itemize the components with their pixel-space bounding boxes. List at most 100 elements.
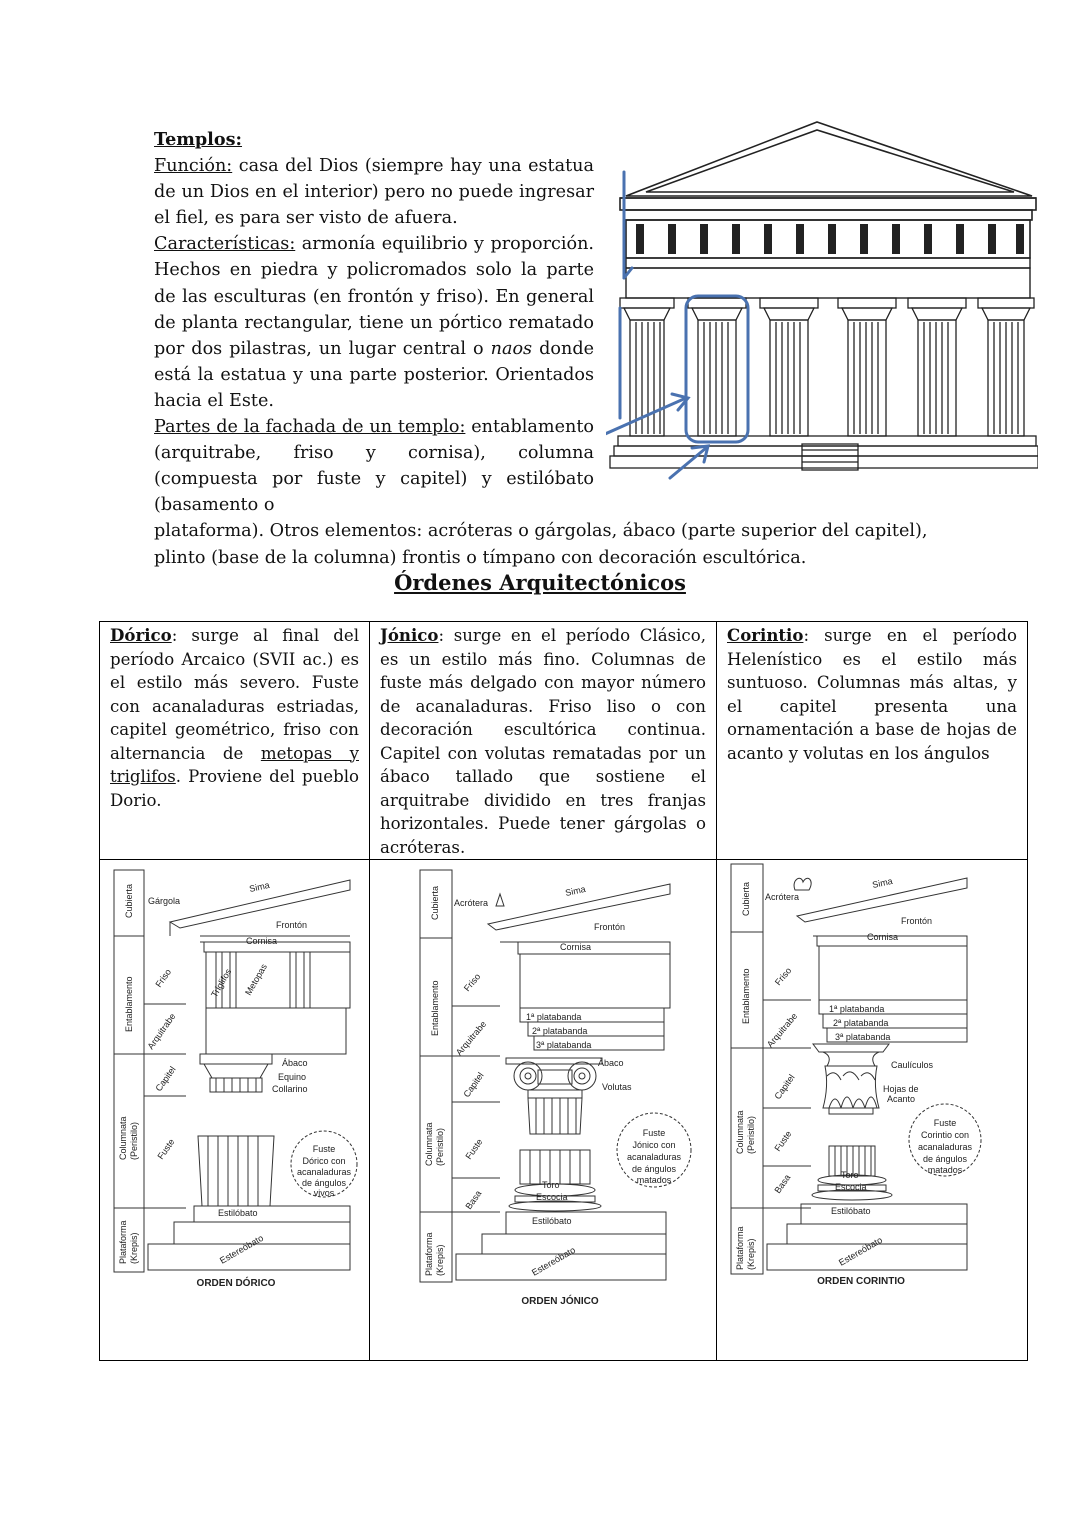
- caracteristicas-label: Características:: [154, 234, 296, 255]
- corinth-platabanda-1: 1ª platabanda: [829, 1004, 884, 1014]
- doric-entablamento: Entablamento: [124, 976, 134, 1032]
- corinth-escocia: Escocia: [835, 1182, 867, 1192]
- intro-heading: Templos:: [154, 129, 243, 150]
- corinth-toro: Toro: [841, 1170, 859, 1180]
- doric-description: Dórico: surge al final del período Arcai…: [100, 622, 369, 812]
- ionic-peristilo: (Peristilo): [435, 1128, 445, 1166]
- caracteristicas-text-2: donde está la estatua y una parte poster…: [154, 338, 594, 411]
- corinth-capitel: Capitel: [772, 1072, 796, 1101]
- corinth-fuste: Fuste: [772, 1129, 793, 1153]
- corinth-cubierta: Cubierta: [741, 882, 751, 916]
- corinth-badge-3: acanaladuras: [918, 1142, 973, 1152]
- ionic-badge-4: de ángulos: [632, 1164, 677, 1174]
- ionic-estereobato: Estereóbato: [530, 1245, 577, 1278]
- orders-table: Dórico: surge al final del período Arcai…: [99, 621, 1028, 1361]
- doric-sima: Sima: [248, 880, 270, 894]
- doric-cornisa: Cornisa: [246, 936, 277, 946]
- doric-badge-5: vivos: [314, 1188, 335, 1198]
- corinth-badge-2: Corintio con: [921, 1130, 969, 1140]
- ionic-cornisa: Cornisa: [560, 942, 591, 952]
- doric-capitel: Capitel: [153, 1064, 177, 1093]
- doric-estilobato: Estilóbato: [218, 1208, 258, 1218]
- doric-order-diagram: Cubierta Entablamento Columnata (Peristi…: [113, 869, 358, 1289]
- funcion-label: Función:: [154, 156, 233, 177]
- corinth-badge-4: de ángulos: [923, 1154, 968, 1164]
- doric-badge-2: Dórico con: [302, 1156, 345, 1166]
- ionic-text: : surge en el período Clásico, es un est…: [380, 626, 706, 857]
- ionic-platabanda-1: 1ª platabanda: [526, 1012, 581, 1022]
- ionic-abaco: Ábaco: [598, 1058, 624, 1068]
- partes-label: Partes de la fachada de un templo:: [154, 417, 466, 438]
- corinth-cornisa: Cornisa: [867, 932, 898, 942]
- corinth-peristilo: (Peristilo): [746, 1116, 756, 1154]
- doric-krepis: (Krepis): [129, 1232, 139, 1264]
- corinth-estilobato: Estilóbato: [831, 1206, 871, 1216]
- corinth-caption: ORDEN CORINTIO: [817, 1276, 905, 1287]
- doric-diagram-cell: Cubierta Entablamento Columnata (Peristi…: [99, 859, 370, 1361]
- ionic-badge-3: acanaladuras: [627, 1152, 682, 1162]
- corinth-estereobato: Estereóbato: [837, 1235, 884, 1268]
- doric-cell: Dórico: surge al final del período Arcai…: [99, 621, 370, 860]
- corinth-description: Corintio: surge en el período Helenístic…: [717, 622, 1027, 765]
- ionic-fuste: Fuste: [463, 1137, 484, 1161]
- corinth-friso: Friso: [773, 966, 794, 988]
- corinth-name: Corintio: [727, 625, 804, 645]
- doric-name: Dórico: [110, 625, 172, 645]
- ionic-caption: ORDEN JÓNICO: [521, 1294, 598, 1307]
- corinth-diagram-cell: Cubierta Entablamento Columnata (Peristi…: [716, 859, 1028, 1361]
- ionic-order-diagram: Cubierta Entablamento Columnata (Peristi…: [419, 869, 692, 1307]
- corinth-basa: Basa: [772, 1173, 792, 1196]
- ionic-cell: Jónico: surge en el período Clásico, es …: [369, 621, 717, 860]
- ionic-entablamento: Entablamento: [430, 980, 440, 1036]
- corinth-platabanda-2: 2ª platabanda: [833, 1018, 888, 1028]
- corinth-acrotera: Acrótera: [765, 892, 799, 902]
- ionic-friso: Friso: [462, 972, 483, 994]
- doric-text-2: . Proviene del pueblo Dorio.: [110, 767, 359, 810]
- doric-badge-4: de ángulos: [302, 1178, 347, 1188]
- ionic-arquitrabe: Arquitrabe: [454, 1019, 488, 1057]
- corinth-platabanda-3: 3ª platabanda: [835, 1032, 890, 1042]
- doric-equino: Equino: [278, 1072, 306, 1082]
- ionic-badge-2: Jónico con: [632, 1140, 675, 1150]
- doric-peristilo: (Peristilo): [129, 1122, 139, 1160]
- corinth-cauliculos: Caulículos: [891, 1060, 934, 1070]
- partes-paragraph-cont: plataforma). Otros elementos: acróteras …: [154, 521, 928, 568]
- doric-gargola: Gárgola: [148, 896, 180, 906]
- corinth-cell: Corintio: surge en el período Helenístic…: [716, 621, 1028, 860]
- corinth-krepis: (Krepis): [746, 1238, 756, 1270]
- section-title: Órdenes Arquitectónicos: [394, 570, 686, 595]
- ionic-description: Jónico: surge en el período Clásico, es …: [370, 622, 716, 859]
- corinth-text: : surge en el período Helenístico es el …: [727, 626, 1017, 763]
- doric-plataforma: Plataforma: [118, 1220, 128, 1264]
- intro-text: Templos: Función: casa del Dios (siempre…: [154, 127, 928, 571]
- ionic-acrotera: Acrótera: [454, 898, 488, 908]
- ionic-capitel: Capitel: [461, 1070, 485, 1099]
- ionic-plataforma: Plataforma: [424, 1232, 434, 1276]
- corinth-columnata: Columnata: [735, 1110, 745, 1154]
- corinth-arquitrabe: Arquitrabe: [765, 1011, 799, 1049]
- ionic-cubierta: Cubierta: [430, 886, 440, 920]
- doric-friso: Friso: [153, 967, 173, 989]
- corinth-entablamento: Entablamento: [741, 968, 751, 1024]
- ionic-platabanda-2: 2ª platabanda: [532, 1026, 587, 1036]
- ionic-basa: Basa: [463, 1189, 483, 1212]
- ionic-sima: Sima: [564, 884, 586, 898]
- corinth-badge-5: matados: [928, 1165, 963, 1175]
- ionic-badge-1: Fuste: [643, 1128, 666, 1138]
- corinth-hojas-2: Acanto: [887, 1094, 915, 1104]
- ionic-diagram-cell: Cubierta Entablamento Columnata (Peristi…: [369, 859, 717, 1361]
- corinth-hojas-1: Hojas de: [883, 1084, 919, 1094]
- funcion-paragraph: Función: casa del Dios (siempre hay una …: [154, 153, 594, 231]
- doric-estereobato: Estereóbato: [218, 1233, 265, 1266]
- ionic-platabanda-3: 3ª platabanda: [536, 1040, 591, 1050]
- ionic-volutas: Volutas: [602, 1082, 632, 1092]
- ionic-toro: Toro: [542, 1180, 560, 1190]
- temple-facade-illustration: [606, 121, 1038, 480]
- doric-arquitrabe: Arquitrabe: [145, 1011, 177, 1051]
- ionic-escocia: Escocia: [536, 1192, 568, 1202]
- doric-text-1: : surge al final del período Arcaico (SV…: [110, 626, 359, 763]
- doric-caption: ORDEN DÓRICO: [197, 1276, 276, 1289]
- doric-metopas-triglifos: metopas y triglifos: [110, 743, 359, 787]
- doric-cubierta: Cubierta: [124, 884, 134, 918]
- funcion-text: casa del Dios (siempre hay una estatua d…: [154, 156, 594, 229]
